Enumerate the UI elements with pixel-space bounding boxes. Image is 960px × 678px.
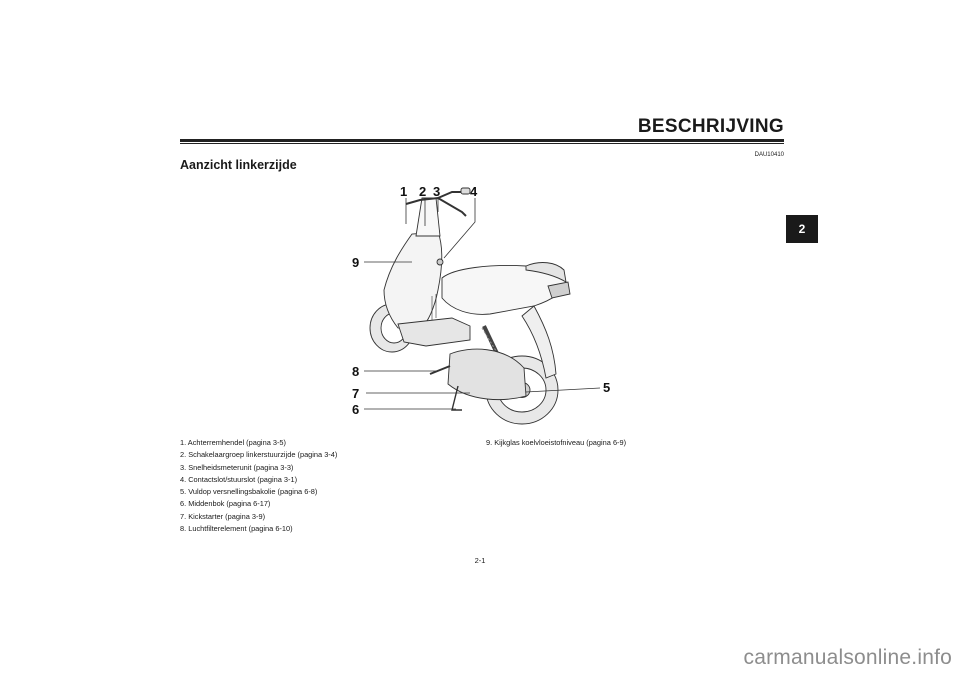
page-heading: Aanzicht linkerzijde [180, 158, 297, 172]
callout-2: 2 [419, 184, 426, 199]
list-item: 9. Kijkglas koelvloeistofniveau (pagina … [486, 438, 627, 447]
callout-5: 5 [603, 380, 610, 395]
list-item: 8. Luchtfilterelement (pagina 6-10) [180, 524, 293, 534]
callout-4: 4 [470, 184, 478, 199]
list-item: 5. Vuldop versnellingsbakolie (pagina 6-… [180, 487, 318, 497]
page-number: 2-1 [474, 556, 486, 565]
chapter-tab: 2 [786, 215, 818, 243]
floorboard [397, 317, 471, 347]
callout-leaders [364, 198, 601, 410]
parts-list-right: 9. Kijkglas koelvloeistofniveau (pagina … [486, 437, 786, 449]
leg-shield [383, 231, 443, 331]
list-item: 3. Snelheidsmeterunit (pagina 3-3) [180, 462, 294, 472]
callout-7: 7 [352, 386, 359, 401]
parts-list-left: 1. Achterremhendel (pagina 3-5) 2. Schak… [180, 437, 470, 535]
list-item: 4. Contactslot/stuurslot (pagina 3-1) [180, 474, 298, 484]
callout-6: 6 [352, 402, 359, 417]
list-item: 6. Middenbok (pagina 6-17) [180, 499, 271, 509]
callout-9: 9 [352, 255, 359, 270]
callout-8: 8 [352, 364, 359, 379]
header-rule-thin [180, 143, 784, 144]
callout-3: 3 [433, 184, 440, 199]
callout-1: 1 [400, 184, 407, 199]
header-rule [180, 139, 784, 142]
list-item: 1. Achterremhendel (pagina 3-5) [180, 438, 286, 447]
scooter-left-view-illustration: 1 2 3 4 5 6 7 8 9 [352, 184, 610, 425]
list-item: 2. Schakelaargroep linkerstuurzijde (pag… [180, 450, 338, 460]
section-title: BESCHRIJVING [637, 116, 784, 137]
scooter-drawing [369, 187, 571, 425]
watermark-link[interactable]: carmanualsonline.info [743, 646, 952, 669]
document-code: DAU10410 [754, 152, 784, 158]
callout-numbers: 1 2 3 4 5 6 7 8 9 [352, 184, 610, 417]
engine [447, 348, 527, 401]
list-item: 7. Kickstarter (pagina 3-9) [180, 511, 266, 521]
